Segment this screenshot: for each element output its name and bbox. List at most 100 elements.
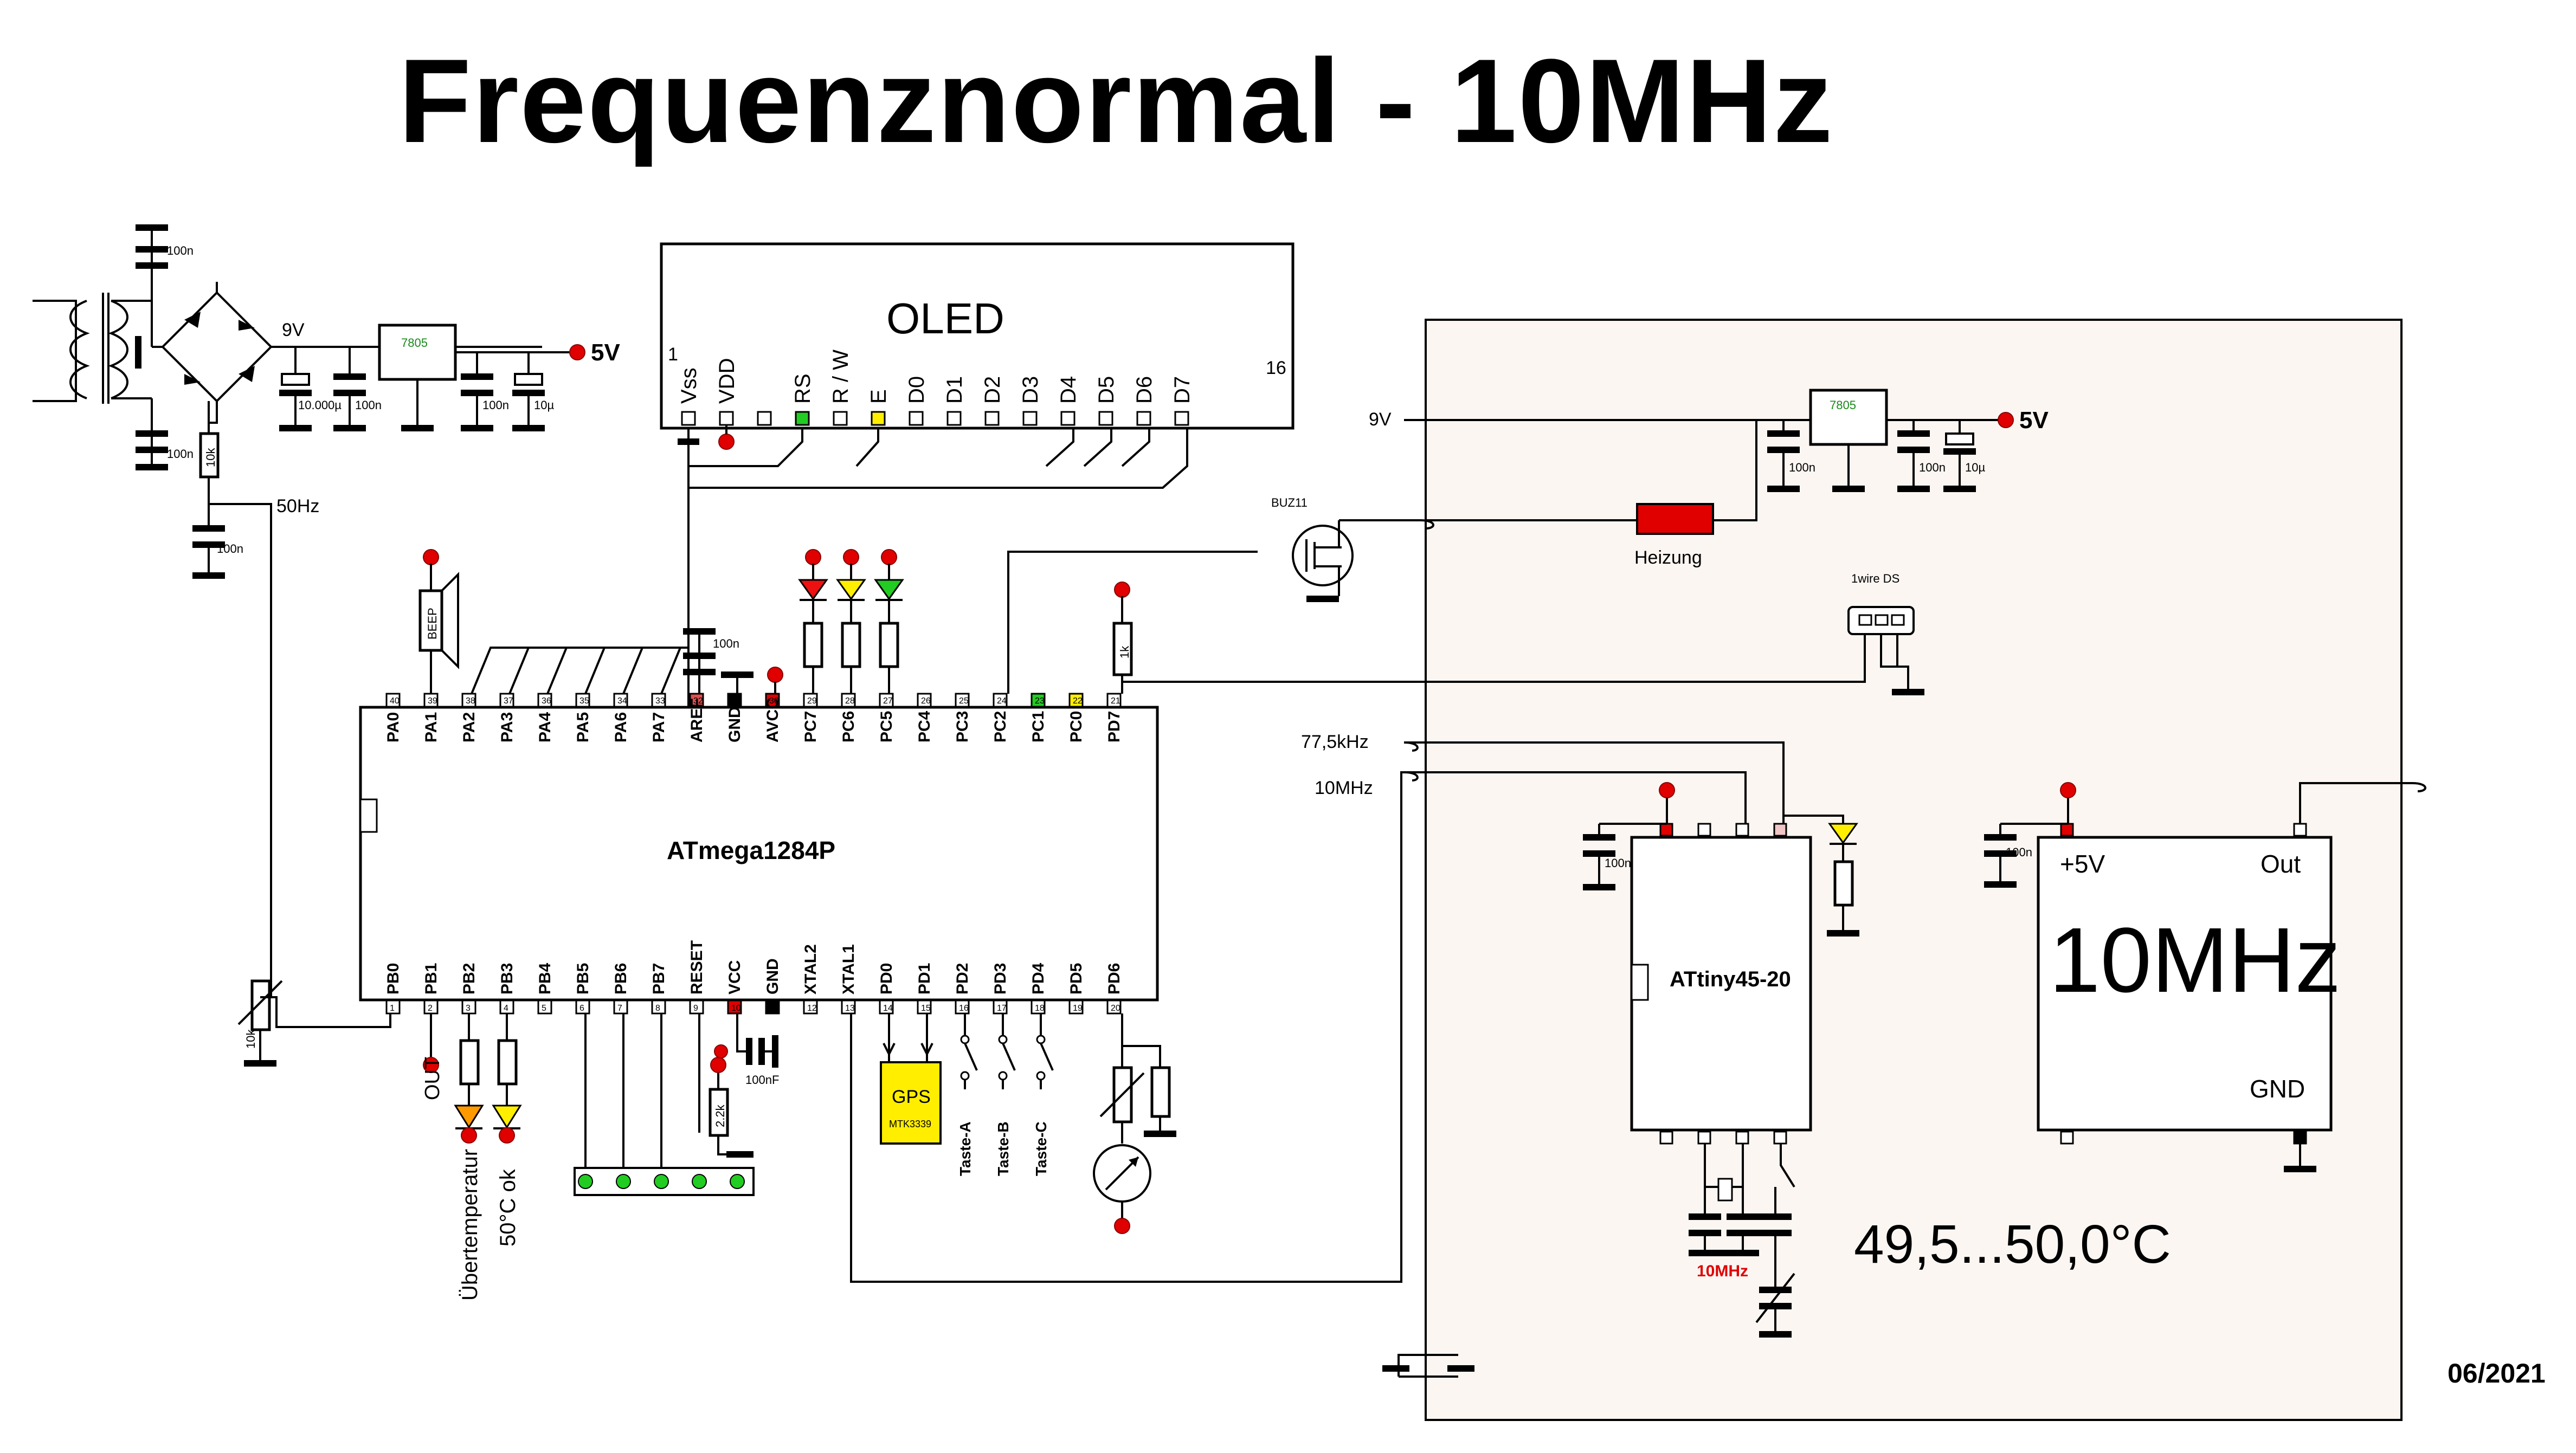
mcu-pin-num: 26 [921, 696, 931, 706]
reg-label: 7805 [401, 336, 428, 350]
mcu-pin-bottom [917, 999, 932, 1015]
mcu-pin-num: 17 [997, 1004, 1007, 1013]
label-10mhz: 10MHz [1315, 778, 1373, 798]
cap-100n-bottom: 100n [167, 447, 194, 461]
mcu-pin-top [841, 693, 856, 708]
label-77khz: 77,5kHz [1301, 732, 1369, 752]
mcu-pin-top [575, 693, 590, 708]
mcu-pin-label: PD2 [954, 963, 971, 995]
oled-pin [1060, 411, 1076, 426]
mcu-pin-num: 19 [1073, 1004, 1083, 1013]
mcu-pin-label: XTAL1 [840, 944, 858, 995]
mcu-pin-bottom [385, 999, 401, 1015]
cap-10000u: 10.000µ [298, 398, 342, 412]
mcu-pin-num: 12 [807, 1004, 817, 1013]
transformer-coil [69, 300, 90, 399]
resistor-22k [709, 1088, 729, 1137]
mcu-pin-label: PC6 [840, 711, 858, 742]
oled-pin-label: E [867, 389, 891, 404]
mcu-pin-num: 7 [617, 1004, 622, 1013]
heater-resistor [1636, 503, 1714, 535]
oled-pin-label: D3 [1019, 376, 1042, 404]
mcu-pin-bottom [1068, 999, 1084, 1015]
mcu-bottom-periphery: 10k OUT Übertemperatur 50°C ok 2.2k [237, 771, 1426, 1301]
mcu-pin-label: PC5 [878, 711, 896, 742]
mcu-pin-label: PA3 [498, 712, 516, 742]
mcu-pin-label: PB6 [612, 963, 630, 995]
mcu-pin-bottom [575, 999, 590, 1015]
mcu-pin-label: PB5 [574, 963, 592, 995]
button-label: Taste-B [995, 1121, 1012, 1176]
mcu-pin-num: 5 [542, 1004, 546, 1013]
mcu-pin-num: 1 [390, 1004, 395, 1013]
mcu-pin-label: PB1 [422, 963, 440, 995]
uebertemp-label: Übertemperatur [458, 1149, 482, 1301]
mcu-pin-num: 22 [1073, 696, 1083, 706]
onewire-sensor: 1wire DS [1426, 572, 1924, 695]
oled-pin-label: D6 [1132, 376, 1156, 404]
mcu-pin-label: PD7 [1105, 711, 1123, 742]
mcu-pin-num: 16 [959, 1004, 969, 1013]
mcu-pin-top [803, 693, 818, 708]
oled-label: OLED [886, 294, 1004, 343]
mcu-top-periphery: BEEP 100n 1k [418, 549, 1426, 694]
mcu-pin-top [727, 693, 742, 708]
cap-100n-9v: 100n [355, 398, 382, 412]
mcu-pin-label: AREF [688, 698, 706, 742]
mcu-pin-bottom [993, 999, 1008, 1015]
xtal-label: 10MHz [1697, 1262, 1748, 1280]
gps-module [880, 1061, 942, 1145]
mcu-pin-top [765, 693, 780, 708]
bridge-rectifier [161, 291, 273, 403]
mcu-pin-num: 8 [655, 1004, 660, 1013]
gps-module-label: MTK3339 [889, 1119, 931, 1129]
oled-pin-label: Vss [677, 367, 701, 404]
mcu-pin-num: 36 [542, 696, 551, 706]
mcu-pin-num: 32 [693, 696, 703, 706]
oven-cap-100n-a: 100n [1789, 461, 1815, 474]
oled-pin [681, 411, 696, 426]
mcu-pin-num: 35 [579, 696, 589, 706]
mcu-pin-top [689, 693, 704, 708]
cap-100n-top: 100n [167, 244, 194, 257]
mcu-pin-num: 27 [883, 696, 893, 706]
mcu-pin-label: PC3 [954, 711, 971, 742]
onewire-label: 1wire DS [1851, 572, 1899, 585]
mcu-pin-label: PC7 [802, 711, 820, 742]
res-1k-label: 1k [1118, 645, 1131, 658]
attiny-label: ATtiny45-20 [1670, 967, 1791, 991]
oscillator-10mhz: +5V Out 10MHz GND 100n 49,5...50,0°C [1854, 782, 2426, 1275]
buz11-label: BUZ11 [1271, 496, 1308, 509]
mcu-pin-top [499, 693, 514, 708]
led-orange [454, 1105, 484, 1129]
oled-pin-last: 16 [1266, 358, 1286, 378]
mcu-pin-bottom [841, 999, 856, 1015]
mcu-pin-label: PD5 [1067, 963, 1085, 995]
oled-pin [871, 411, 886, 426]
res-22k-label: 2.2k [713, 1104, 727, 1127]
mcu-pin-bottom [955, 999, 970, 1015]
mcu-pin-num: 34 [617, 696, 627, 706]
label-5v: 5V [591, 339, 620, 366]
mcu-pin-num: 25 [959, 696, 969, 706]
revision-date: 06/2021 [2448, 1358, 2546, 1389]
osc-cap-label: 100n [2006, 845, 2032, 859]
status-led [836, 579, 866, 600]
pot-10k-label: 10k [244, 1029, 257, 1049]
mcu-pin-bottom [651, 999, 666, 1015]
heizung-label: Heizung [1634, 547, 1702, 568]
label-50hz: 50Hz [276, 496, 319, 516]
mcu-pin-label: PA4 [536, 712, 554, 742]
mcu-pin-num: 10 [731, 1004, 741, 1013]
mcu-pin-num: 3 [466, 1004, 471, 1013]
oled-pin [1098, 411, 1113, 426]
mcu-pin-num: 29 [807, 696, 817, 706]
mcu-pin-num: 33 [655, 696, 665, 706]
led-yellow-ok [492, 1105, 522, 1129]
mcu-pin-num: 40 [390, 696, 400, 706]
mcu-pin-label: AVCC [764, 698, 782, 742]
oled-pin-label: D1 [943, 376, 967, 404]
mcu-pin-top [613, 693, 628, 708]
